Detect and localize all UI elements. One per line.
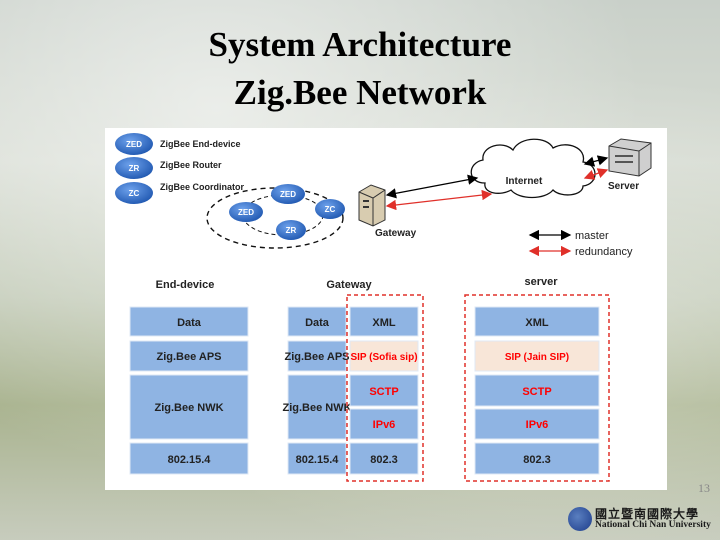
gateway-layer-phy (287, 442, 347, 475)
server-layer-xml-text: XML (525, 317, 549, 329)
mesh-node-zed-2 (229, 202, 263, 222)
legend-code-zr: ZR (129, 164, 140, 173)
mesh-boundary (206, 187, 344, 249)
server-layer-sip (474, 340, 600, 372)
gateway-layer-data (287, 306, 347, 337)
gateway-layer-sip-text: SIP (Sofia sip) (350, 352, 417, 363)
end-device-stack: Data Zig.Bee APS Zig.Bee NWK 802.15.4 (129, 306, 249, 475)
server-layer-xml (474, 306, 600, 337)
gateway-layer-sctp-text: SCTP (369, 386, 398, 398)
gateway-layer-aps-text: Zig.Bee APS (285, 351, 350, 363)
redundancy-legend-label: redundancy (575, 246, 633, 258)
legend-label-zc: ZigBee Coordinator (160, 182, 244, 192)
end-device-layer-data-text: Data (177, 317, 202, 329)
legend-label-zed: ZigBee End-device (160, 139, 241, 149)
mesh-node-label-2: ZED (238, 208, 254, 217)
server-heading: server (524, 276, 558, 288)
zigbee-mesh: ZED ZED ZC ZR (206, 184, 345, 249)
gateway-heading: Gateway (326, 279, 372, 291)
gateway-internet-master-link (385, 174, 479, 199)
server-layer-ipv6-text: IPv6 (526, 419, 549, 431)
end-device-layer-aps-text: Zig.Bee APS (157, 351, 222, 363)
end-device-heading: End-device (156, 279, 215, 291)
legend-code-zed: ZED (126, 140, 142, 149)
server-layer-sctp (474, 374, 600, 407)
slide-title: System Architecture (208, 25, 512, 64)
gateway-ip-stack: XML SIP (Sofia sip) SCTP IPv6 802.3 (346, 294, 424, 482)
end-device-layer-aps (129, 340, 249, 372)
diagram-svg: ZED ZigBee End-device ZR ZigBee Router Z… (115, 133, 652, 482)
internet-label: Internet (506, 176, 543, 187)
master-legend-label: master (575, 230, 609, 242)
legend-label-zr: ZigBee Router (160, 160, 222, 170)
internet-server-redundancy-link (583, 168, 609, 180)
mesh-node-label-4: ZR (286, 226, 297, 235)
server-layer-8023-text: 802.3 (523, 454, 551, 466)
server-layer-sip-text: SIP (Jain SIP) (505, 352, 569, 363)
server-dashed-box (464, 294, 610, 482)
gateway-label: Gateway (375, 228, 417, 239)
gateway-layer-nwk-text: Zig.Bee NWK (282, 402, 351, 414)
slide-subtitle: Zig.Bee Network (233, 73, 487, 112)
legend-code-zc: ZC (129, 189, 140, 198)
node-legend: ZED ZigBee End-device ZR ZigBee Router Z… (115, 133, 244, 204)
mesh-node-label-3: ZC (325, 205, 336, 214)
gateway-layer-sctp (349, 374, 419, 407)
server-stack: XML SIP (Jain SIP) SCTP IPv6 802.3 (464, 294, 610, 482)
end-device-layer-phy-text: 802.15.4 (168, 454, 212, 466)
end-device-layer-phy (129, 442, 249, 475)
gateway-layer-aps (287, 340, 347, 372)
internet-server-master-link (583, 155, 609, 167)
gateway-layer-ipv6 (349, 408, 419, 440)
zed-node-icon (115, 133, 153, 155)
gateway-layer-ipv6-text: IPv6 (373, 419, 396, 431)
university-seal-icon (568, 507, 592, 531)
end-device-layer-data (129, 306, 249, 337)
gateway-zigbee-stack: Data Zig.Bee APS Zig.Bee NWK 802.15.4 (282, 306, 352, 475)
server-layer-8023 (474, 442, 600, 475)
gateway-device-icon (358, 184, 386, 227)
gateway-layer-xml (349, 306, 419, 337)
gateway-layer-8023-text: 802.3 (370, 454, 398, 466)
gateway-layer-xml-text: XML (372, 317, 396, 329)
server-layer-ipv6 (474, 408, 600, 440)
mesh-node-zc (315, 199, 345, 219)
gateway-internet-redundancy-link (385, 189, 493, 211)
end-device-layer-nwk (129, 374, 249, 440)
zc-node-icon (115, 182, 153, 204)
gateway-layer-8023 (349, 442, 419, 475)
gateway-layer-phy-text: 802.15.4 (296, 454, 340, 466)
gateway-layer-nwk (287, 374, 347, 440)
university-english-name: National Chi Nan University (595, 520, 711, 530)
gateway-layer-sip (349, 340, 419, 372)
mesh-node-label-1: ZED (280, 190, 296, 199)
architecture-diagram: ZED ZigBee End-device ZR ZigBee Router Z… (105, 128, 667, 490)
university-chinese-name: 國立暨南國際大學 (595, 507, 700, 521)
mesh-node-zed-1 (271, 184, 305, 204)
zr-node-icon (115, 157, 153, 179)
university-logo: 國立暨南國際大學 National Chi Nan University (568, 505, 718, 535)
server-label: Server (608, 181, 639, 192)
server-layer-sctp-text: SCTP (522, 386, 551, 398)
gateway-dashed-box (346, 294, 424, 482)
server-icon (608, 138, 652, 177)
mesh-node-zr (276, 220, 306, 240)
end-device-layer-nwk-text: Zig.Bee NWK (154, 402, 223, 414)
gateway-layer-data-text: Data (305, 317, 330, 329)
page-number: 13 (698, 481, 710, 495)
internet-cloud-icon (470, 138, 596, 199)
